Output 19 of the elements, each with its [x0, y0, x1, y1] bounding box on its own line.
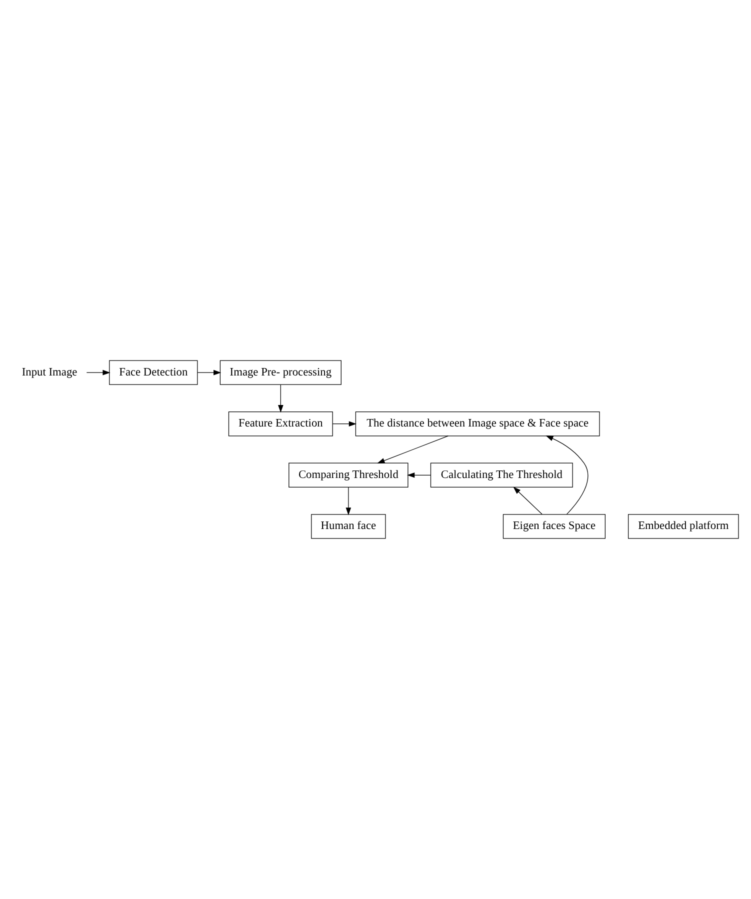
arrow [86, 370, 110, 376]
node-box: Human face [311, 514, 386, 539]
node-box: Feature Extraction [228, 412, 333, 436]
arrow [197, 370, 222, 376]
node-box: Image Pre- processing [220, 360, 342, 385]
node-box: Face Detection [109, 360, 198, 385]
node-box: The distance between Image space & Face space [355, 412, 600, 436]
node-box: Comparing Threshold [288, 462, 408, 488]
arrow [332, 421, 356, 427]
arrow [513, 486, 542, 515]
arrow [278, 384, 284, 413]
arrow [407, 472, 431, 478]
node-box: Embedded platform [628, 514, 739, 539]
arrow [546, 436, 588, 515]
arrow [377, 436, 448, 464]
arrow [346, 487, 352, 516]
node-box: Calculating The Threshold [430, 462, 573, 488]
node-text: Input Image [22, 366, 78, 378]
node-box: Eigen faces Space [502, 514, 606, 539]
